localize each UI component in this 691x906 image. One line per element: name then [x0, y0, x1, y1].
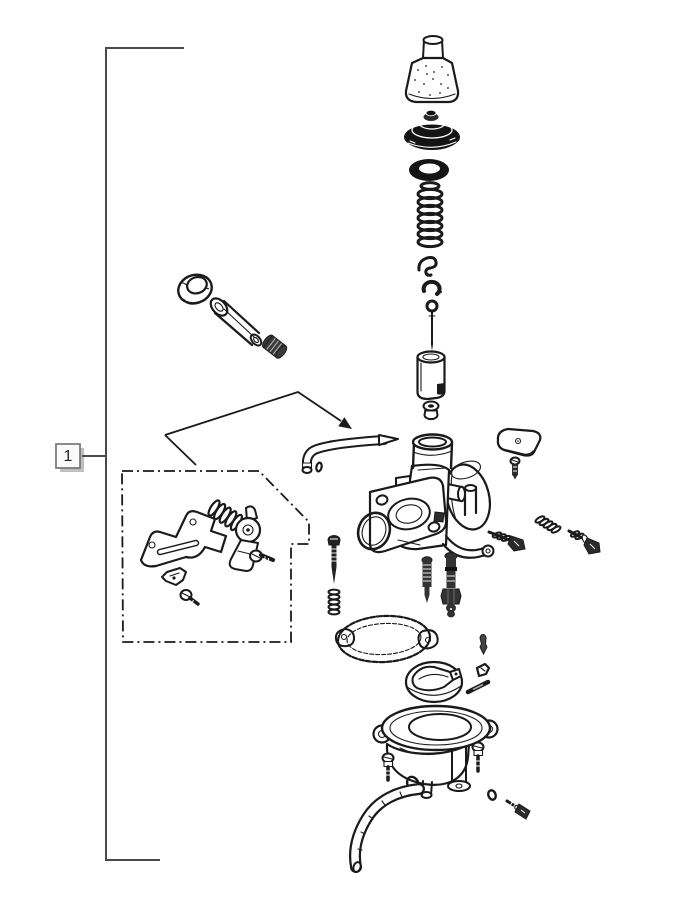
drain-hose	[349, 783, 425, 873]
sub-assembly-box	[121, 470, 310, 643]
cable-hook	[417, 256, 438, 277]
choke-pipe	[209, 297, 263, 347]
float-bowl	[372, 704, 499, 799]
throttle-slide	[416, 350, 446, 401]
jet-needle	[425, 299, 439, 351]
main-jet-assembly	[440, 552, 462, 618]
needle-set-nut	[422, 400, 440, 421]
seal-ring	[409, 159, 449, 181]
pilot-jet	[421, 556, 433, 603]
pilot-screw-spring	[327, 588, 341, 616]
float-valve	[479, 634, 488, 656]
pilot-screw	[327, 535, 341, 584]
intake-collar	[177, 273, 213, 305]
float	[404, 660, 464, 704]
callout-box[interactable]	[55, 443, 81, 469]
chamber-gasket	[334, 614, 439, 664]
knurled-nut	[262, 334, 288, 359]
carburetor-body	[368, 433, 495, 559]
leader-lines	[164, 391, 352, 466]
bowl-screw-right	[471, 741, 485, 773]
callout-1[interactable]: 1	[55, 443, 106, 472]
throttle-spring	[416, 181, 444, 249]
linkage-bracket	[139, 510, 228, 568]
drain-o-ring	[487, 789, 497, 801]
cover-plate	[496, 427, 542, 457]
flange-o-ring	[356, 511, 392, 551]
plate-screw	[509, 456, 521, 480]
carburetor-top-cap	[404, 109, 460, 150]
clamp-screw	[179, 589, 200, 606]
stop-screw-with-spring	[567, 529, 601, 555]
fuel-pipe	[301, 434, 399, 474]
stipple-texture	[414, 65, 449, 96]
float-pin	[465, 679, 491, 695]
cable-clamp	[161, 567, 187, 586]
bowl-screw-left	[381, 752, 395, 782]
drain-screw	[505, 799, 531, 820]
lever-screw	[249, 549, 275, 563]
needle-clip	[421, 279, 442, 296]
valve-clip	[475, 662, 491, 678]
adjust-spring	[534, 515, 562, 534]
cam-lever	[228, 505, 262, 572]
air-screw-with-spring	[487, 530, 526, 552]
pipe-clip	[315, 461, 323, 473]
dust-cap	[404, 35, 460, 104]
group-bracket	[105, 47, 184, 861]
arrowhead	[338, 417, 352, 429]
callout-label[interactable]: 1	[64, 448, 73, 465]
